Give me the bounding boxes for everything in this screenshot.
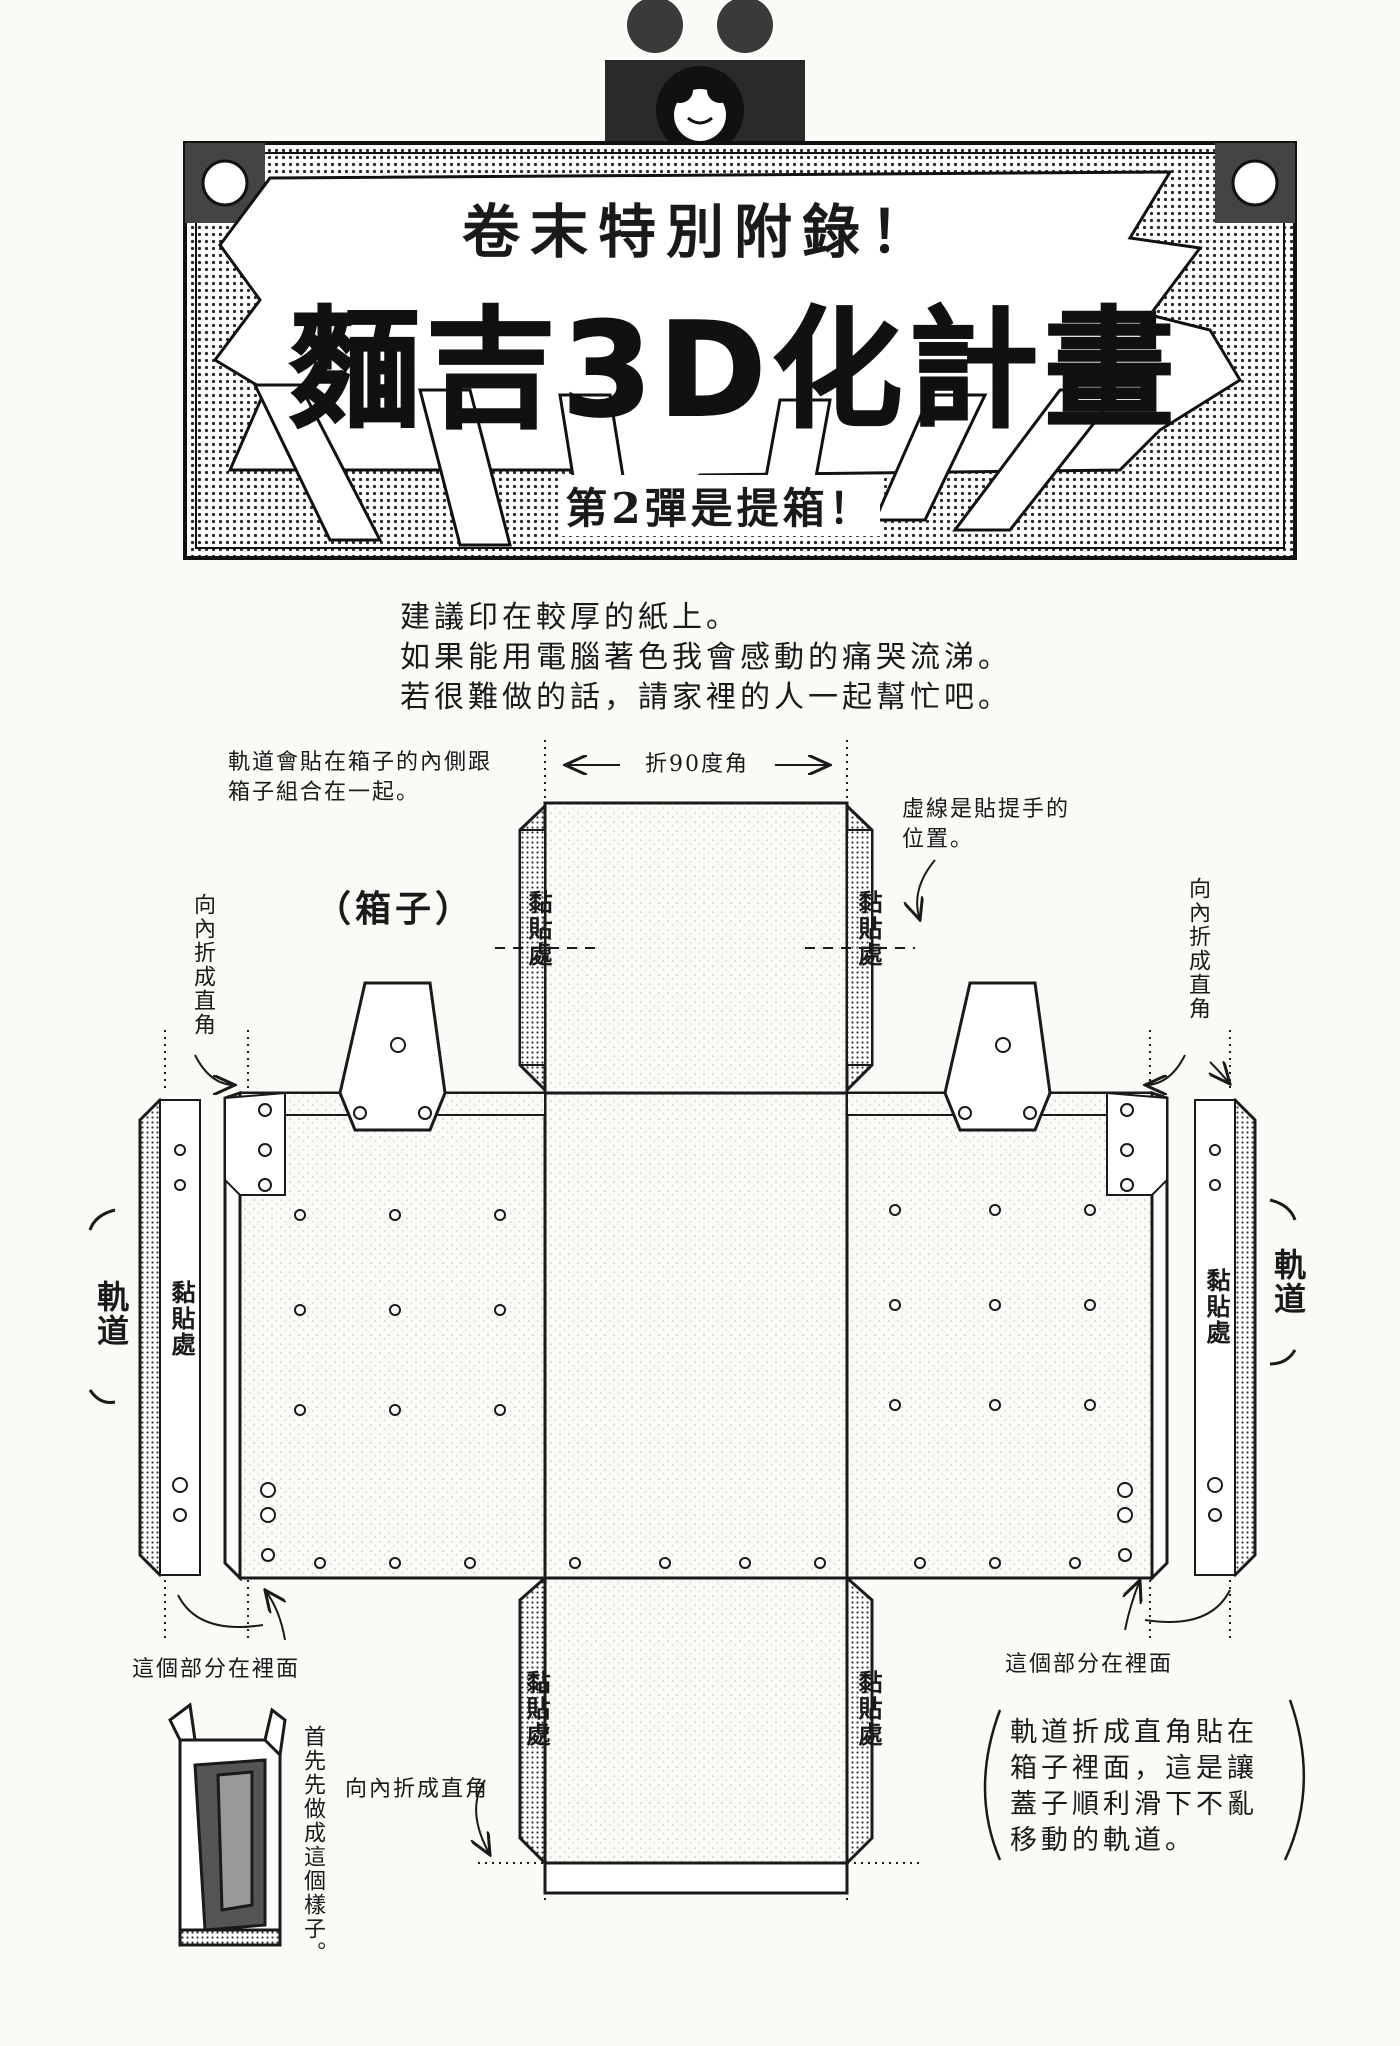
rail-note: 軌道會貼在箱子的內側跟 箱子組合在一起。 [228, 748, 492, 808]
glue-area-bottom-right: 黏貼處 [854, 1670, 883, 1748]
first-make-shape: 首先先做成這個樣子。 [300, 1725, 325, 1965]
rail-label-right: 軌道 [1269, 1248, 1307, 1316]
box-net [138, 801, 1257, 1895]
glue-area-rail-right: 黏貼處 [1202, 1268, 1231, 1346]
top-flap [543, 801, 849, 1095]
glue-area-rail-left: 黏貼處 [167, 1280, 196, 1358]
rail-right-edge [1194, 1099, 1236, 1576]
rail-explain-line: 軌道折成直角貼在 [1010, 1717, 1258, 1748]
right-side-panel [845, 1091, 1154, 1580]
rail-note-line: 箱子組合在一起。 [228, 780, 421, 805]
rail-explain-line: 箱子裡面，這是讓 [1010, 1753, 1258, 1784]
fold-inward-right: 向內折成直角 [1185, 877, 1210, 1021]
dashed-note-line: 虛線是貼提手的 [902, 797, 1071, 822]
glue-area-top-right: 黏貼處 [854, 890, 883, 968]
inside-part-left: 這個部分在裡面 [132, 1657, 301, 1682]
banner-subtitle: 卷末特別附錄！ [461, 198, 938, 266]
left-side-panel [238, 1091, 547, 1580]
corner-ornament-icon [185, 143, 1295, 223]
rail-left-edge [159, 1099, 201, 1576]
fold-inward-bottom: 向內折成直角 [345, 1777, 490, 1802]
fold-90-label: 折90度角 [645, 752, 749, 777]
rail-explain: 軌道折成直角貼在 箱子裡面，這是讓 蓋子順利滑下不亂 移動的軌道。 [1010, 1715, 1258, 1859]
rail-explain-line: 移動的軌道。 [1010, 1825, 1196, 1856]
glue-area-top-left: 黏貼處 [524, 890, 553, 968]
intro-line: 如果能用電腦著色我會感動的痛哭流涕。 [400, 640, 1012, 675]
rail-explain-line: 蓋子順利滑下不亂 [1010, 1789, 1258, 1820]
bottom-flap [543, 1576, 849, 1865]
holes [172, 1037, 1223, 1569]
cherub-crest-icon [605, 0, 805, 154]
handle-tab [943, 981, 1052, 1132]
box-label: （箱子） [315, 888, 476, 930]
assembled-box-icon [168, 1702, 287, 1947]
fold-inward-left: 向內折成直角 [190, 893, 215, 1037]
banner-title: 麵吉3D化計畫 [289, 293, 1181, 447]
title-banner [183, 0, 1297, 560]
dashed-note-line: 位置。 [902, 827, 975, 852]
center-panel [543, 1091, 849, 1580]
inside-part-right: 這個部分在裡面 [1005, 1652, 1174, 1677]
intro-line: 建議印在較厚的紙上。 [400, 600, 740, 635]
rail-note-line: 軌道會貼在箱子的內側跟 [228, 750, 493, 775]
banner-issue: 第2彈是提箱！ [560, 475, 880, 536]
handle-tab [338, 981, 447, 1132]
intro-text: 建議印在較厚的紙上。 如果能用電腦著色我會感動的痛哭流涕。 若很難做的話，請家裡… [400, 598, 1012, 718]
intro-line: 若很難做的話，請家裡的人一起幫忙吧。 [400, 680, 1012, 715]
dashed-note: 虛線是貼提手的 位置。 [902, 795, 1070, 855]
glue-area-bottom-left: 黏貼處 [522, 1670, 551, 1748]
rail-label-left: 軌道 [92, 1280, 130, 1348]
